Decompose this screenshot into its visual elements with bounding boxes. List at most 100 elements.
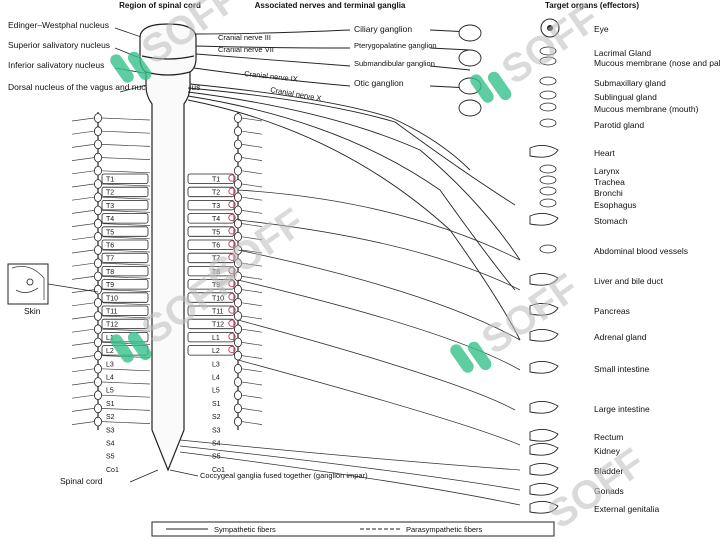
segment-accent-l2 <box>228 345 236 354</box>
organ-shape-4 <box>539 90 557 100</box>
nerve-tick-left-13 <box>71 289 95 293</box>
organ-16: Adrenal gland <box>529 329 647 342</box>
segment-label-left-s1: S1 <box>106 401 115 408</box>
sympathetic-chains <box>94 112 242 430</box>
segment-accent-t4 <box>228 213 236 222</box>
organ-0: Eye <box>540 18 609 38</box>
segment-box-right-t6 <box>187 239 235 250</box>
nerve-tick-right-4 <box>241 170 263 175</box>
segment-label-right-s5: S5 <box>212 454 221 461</box>
segment-label-right-t12: T12 <box>212 322 224 329</box>
segment-box-left-t7 <box>101 252 149 264</box>
nerve-tick-right-1 <box>241 130 263 135</box>
segment-label-right-t3: T3 <box>212 203 220 210</box>
chain-ganglion-right-5 <box>233 179 242 189</box>
segment-box-right-t9 <box>187 279 235 290</box>
segment-label-left-l4: L4 <box>106 375 114 382</box>
organ-shape-8 <box>539 164 557 174</box>
organ-shape-13 <box>539 244 557 254</box>
nerve-tick-right-19 <box>241 368 263 373</box>
chain-ganglion-right-1 <box>233 126 242 136</box>
ganglion-submandibular: Submandibular ganglion <box>354 59 435 68</box>
segment-label-right-l3: L3 <box>212 361 220 368</box>
chain-ganglion-left-11 <box>94 258 103 269</box>
segment-label-right-s3: S3 <box>212 427 221 434</box>
organ-shape-12 <box>529 213 559 226</box>
coccygeal-label: Coccygeal ganglia fused together (gangli… <box>200 471 368 480</box>
nerve-tick-left-14 <box>71 302 95 307</box>
organ-label-2: Mucous membrane (nose and palate) <box>594 58 720 68</box>
chain-ganglion-right-17 <box>233 337 242 348</box>
nerve-tick-right-15 <box>241 315 263 320</box>
organ-label-15: Pancreas <box>594 306 630 316</box>
chain-ganglion-left-10 <box>94 245 103 255</box>
nerve-tick-right-12 <box>241 276 263 280</box>
chain-ganglion-right-15 <box>233 311 242 321</box>
segment-accent-t3 <box>228 200 236 209</box>
segment-box-right-t10 <box>187 292 235 303</box>
organ-shape-18 <box>529 401 559 414</box>
organ-label-18: Large intestine <box>594 404 650 414</box>
nerve-tick-right-17 <box>241 342 263 346</box>
pupil-icon <box>547 25 553 31</box>
segment-box-left-t6 <box>101 239 149 250</box>
organ-shape-9 <box>539 175 557 185</box>
chain-ganglion-right-19 <box>233 363 242 374</box>
organ-shape-7 <box>529 145 559 158</box>
nerve-tick-right-18 <box>241 355 263 359</box>
chain-ganglion-left-1 <box>94 126 103 136</box>
segment-box-left-t12 <box>101 318 149 330</box>
nucleus-edinger-westphal: Edinger–Westphal nucleus <box>8 20 109 30</box>
chain-ganglion-right-23 <box>233 416 242 427</box>
segment-label-left-s4: S4 <box>106 441 115 448</box>
segment-accent-t2 <box>228 187 236 195</box>
nucleus-superior-salivatory: Superior salivatory nucleus <box>8 40 110 50</box>
header-nerves: Associated nerves and terminal ganglia <box>255 1 406 10</box>
organ-21: Bladder <box>529 463 623 476</box>
chain-ganglion-left-16 <box>94 324 103 335</box>
chain-ganglion-left-7 <box>94 205 103 216</box>
segment-box-left-t2 <box>101 186 149 198</box>
organ-shape-6 <box>539 118 557 128</box>
chain-ganglion-right-4 <box>233 166 242 176</box>
segment-label-right-l4: L4 <box>212 375 220 382</box>
nerve-tick-right-2 <box>241 144 263 148</box>
organ-5: Mucous membrane (mouth) <box>539 102 699 114</box>
nerve-root-left-0 <box>101 117 151 121</box>
terminal-ganglia <box>458 24 482 117</box>
segment-label-right-l2: L2 <box>212 348 220 355</box>
segment-label-left-t9: T9 <box>106 282 114 289</box>
segment-label-right-t1: T1 <box>212 177 220 184</box>
segment-label-left-t2: T2 <box>106 190 114 197</box>
organ-shape-2 <box>539 56 557 66</box>
chain-ganglion-left-18 <box>94 350 103 361</box>
segment-label-left-t4: T4 <box>106 216 114 223</box>
nerve-tick-right-8 <box>241 223 263 227</box>
segment-box-right-t12 <box>187 318 235 330</box>
segment-box-right-t11 <box>187 305 235 316</box>
segment-box-right-t8 <box>187 265 235 277</box>
segment-accent-t6 <box>228 240 236 248</box>
nerve-root-left-6 <box>101 196 151 200</box>
nerve-tick-right-11 <box>241 262 263 267</box>
organ-shape-10 <box>539 186 557 196</box>
organ-label-19: Rectum <box>594 432 623 442</box>
segment-accent-t8 <box>228 266 236 275</box>
chain-ganglion-left-8 <box>94 218 103 229</box>
nerve-tick-left-12 <box>71 276 95 280</box>
chain-ganglion-left-15 <box>94 311 103 321</box>
chain-ganglion-left-22 <box>94 403 103 414</box>
coccygeal-text: Coccygeal ganglia fused together (gangli… <box>200 471 368 480</box>
organ-3: Submaxillary gland <box>539 76 666 88</box>
segment-box-right-t7 <box>187 252 235 264</box>
organ-12: Stomach <box>529 213 628 226</box>
organ-22: Gonads <box>529 483 624 496</box>
nerve-root-left-15 <box>101 315 151 319</box>
nerve-root-left-1 <box>101 130 151 134</box>
ganglion-otic: Otic ganglion <box>354 78 404 88</box>
nerve-root-left-9 <box>101 236 151 240</box>
segment-label-left-t7: T7 <box>106 256 114 263</box>
nerve-tick-left-4 <box>71 170 95 175</box>
organ-label-11: Esophagus <box>594 200 637 210</box>
